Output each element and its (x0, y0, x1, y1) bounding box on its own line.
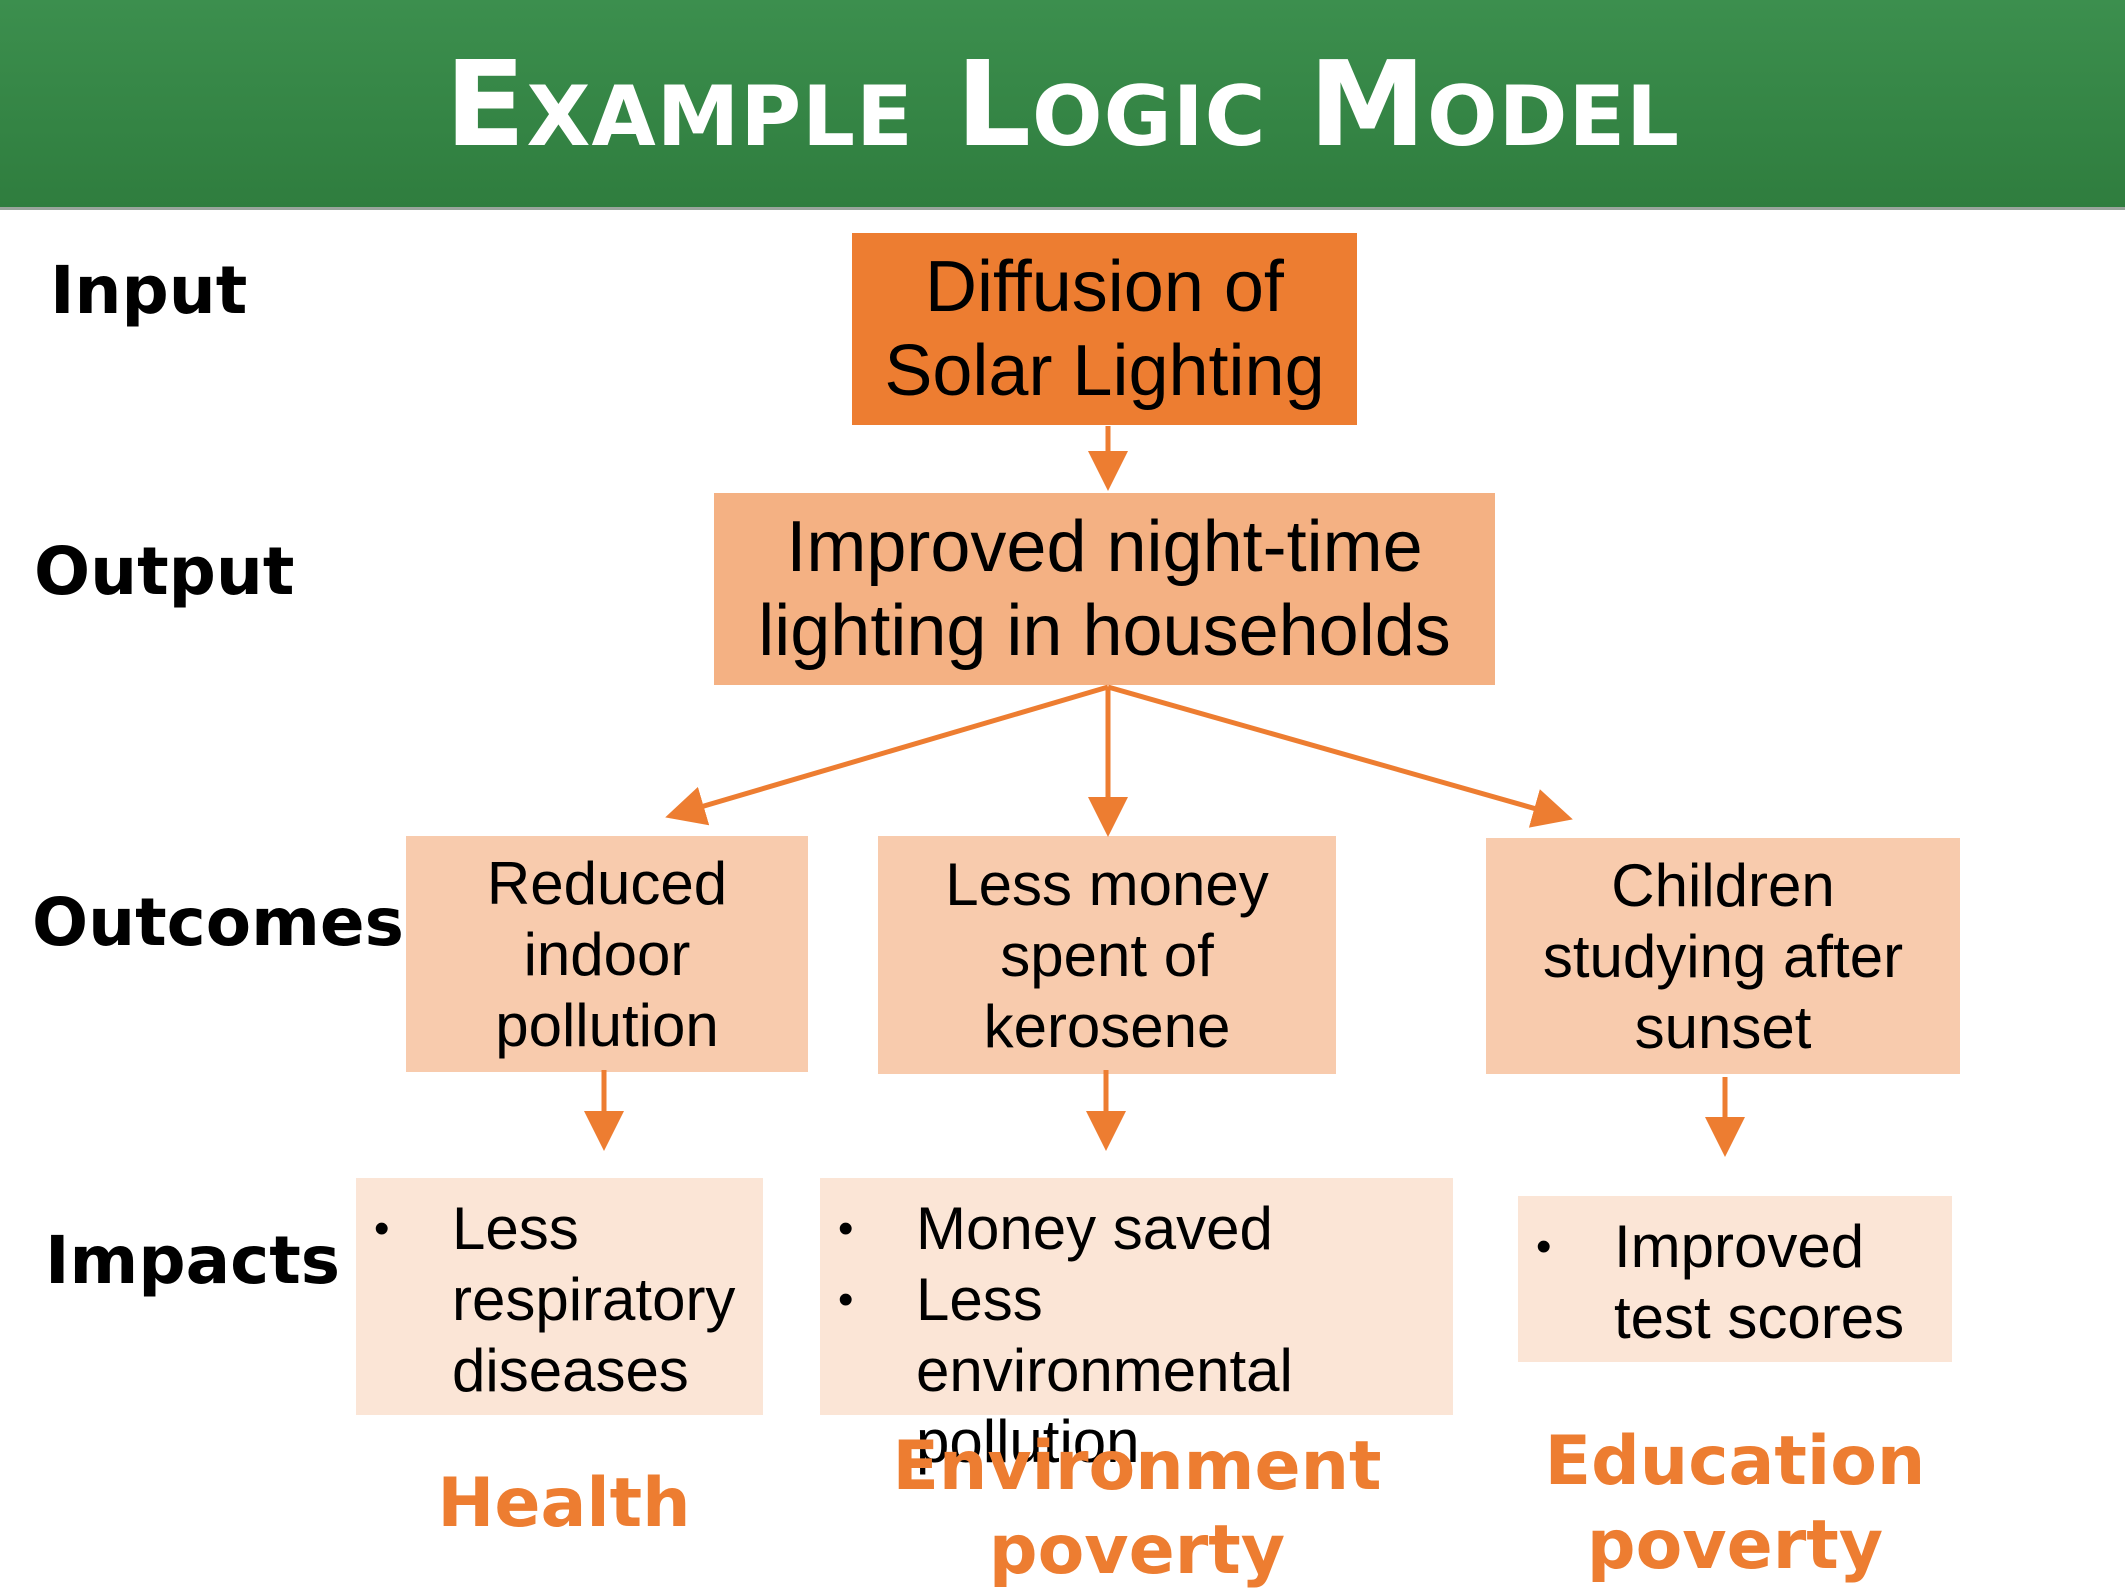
outcome-box-health: Reduced indoor pollution (406, 836, 808, 1072)
title-banner: Example Logic Model (0, 0, 2125, 210)
category-line: Education (1544, 1422, 1926, 1501)
impact-list-education: • Improved test scores (1518, 1211, 1938, 1353)
outcome-line: Reduced (486, 849, 728, 917)
outcome-line: kerosene (983, 992, 1231, 1060)
category-label-environment: Environment poverty (862, 1425, 1412, 1593)
page-title: Example Logic Model (444, 34, 1681, 173)
category-line: Environment (892, 1427, 1382, 1506)
impact-item: • Less environmental pollution (820, 1264, 1440, 1477)
outcome-line: studying after (1542, 922, 1904, 990)
outcome-box-environment: Less money spent of kerosene (878, 836, 1336, 1074)
outcome-line: indoor (523, 920, 691, 988)
input-box-line: Solar Lighting (884, 331, 1325, 411)
row-label-output: Output (34, 533, 295, 610)
category-line: Health (437, 1464, 691, 1543)
row-label-input: Input (50, 252, 248, 329)
outcome-line: pollution (495, 991, 719, 1059)
category-label-health: Health (378, 1462, 750, 1546)
impact-list-environment: • Money saved • Less environmental pollu… (820, 1193, 1440, 1477)
impact-item-text: Improved test scores (1614, 1213, 1905, 1351)
category-label-education: Education poverty (1480, 1420, 1990, 1588)
impact-box-health (356, 1178, 763, 1415)
impact-box-environment (820, 1178, 1453, 1415)
impact-item-text: Less environmental pollution (916, 1266, 1293, 1475)
arrow-output-to-health (665, 684, 1109, 826)
input-box: Diffusion of Solar Lighting (852, 233, 1357, 425)
row-label-impacts: Impacts (45, 1222, 341, 1299)
bullet-icon: • (838, 1204, 854, 1253)
output-box: Improved night-time lighting in househol… (714, 493, 1495, 685)
output-box-line: lighting in households (758, 591, 1451, 671)
bullet-icon: • (1536, 1222, 1552, 1271)
outcome-line: Less money (945, 850, 1269, 918)
row-label-outcomes: Outcomes (32, 884, 404, 961)
impact-item: • Less respiratory diseases (356, 1193, 756, 1406)
outcome-line: spent of (1000, 921, 1214, 989)
category-line: poverty (1586, 1506, 1884, 1585)
outcome-line: sunset (1634, 993, 1812, 1061)
impact-list-health: • Less respiratory diseases (356, 1193, 756, 1406)
bullet-icon: • (838, 1275, 854, 1324)
impact-item-text: Less respiratory diseases (452, 1195, 736, 1404)
impact-item: • Money saved (820, 1193, 1440, 1264)
outcome-box-education: Children studying after sunset (1486, 838, 1960, 1074)
outcome-line: Children (1611, 851, 1835, 919)
input-box-line: Diffusion of (925, 247, 1284, 327)
output-box-line: Improved night-time (786, 507, 1423, 587)
impact-item-text: Money saved (916, 1195, 1273, 1262)
category-line: poverty (988, 1511, 1286, 1590)
arrow-output-to-education (1107, 684, 1573, 828)
bullet-icon: • (374, 1204, 390, 1253)
impact-item: • Improved test scores (1518, 1211, 1938, 1353)
impact-box-education (1518, 1196, 1952, 1362)
